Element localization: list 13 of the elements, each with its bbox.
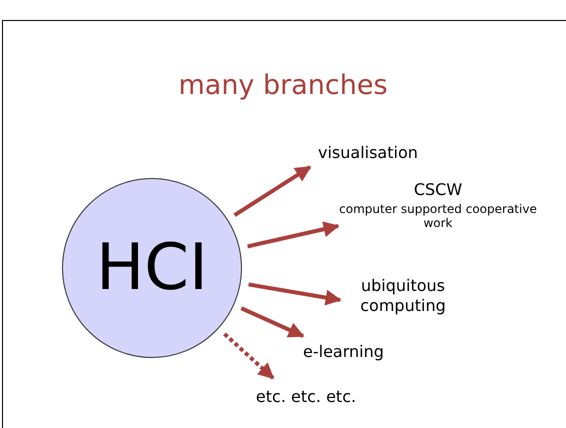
branch-label: etc. etc. etc. [254, 387, 358, 407]
arrow [247, 221, 340, 248]
arrow [223, 332, 274, 380]
arrow [240, 306, 304, 338]
branch-label: CSCW [412, 180, 464, 200]
arrow [234, 165, 312, 217]
branch-description: computer supported cooperative work [338, 202, 538, 230]
slide-title: many branches [177, 70, 389, 101]
branch-label: visualisation [318, 143, 419, 163]
branch-label: ubiquitous computing [359, 276, 447, 316]
arrow [248, 282, 342, 306]
branch-label: e-learning [303, 342, 385, 362]
node-label: HCI [96, 233, 208, 303]
